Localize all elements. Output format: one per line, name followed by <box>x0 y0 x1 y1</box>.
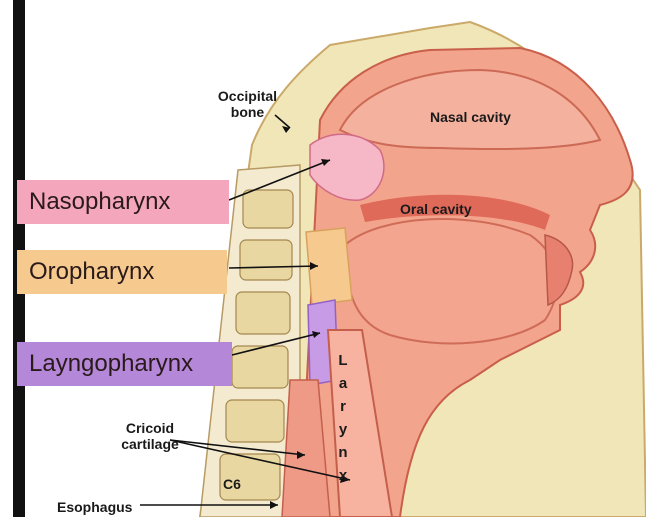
cricoid-cartilage-label: Cricoid cartilage <box>110 420 190 452</box>
cricoid-line-1: Cricoid <box>110 420 190 436</box>
esophagus-label: Esophagus <box>57 499 132 515</box>
larynx-vertical-label: L a r y n x <box>335 349 351 487</box>
cricoid-line-2: cartilage <box>110 436 190 452</box>
larynx-letter: a <box>339 372 347 395</box>
oral-cavity-label: Oral cavity <box>400 201 472 217</box>
laryngopharynx-label: Layngopharynx <box>17 342 232 386</box>
larynx-letter: n <box>338 441 347 464</box>
occipital-line-1: Occipital <box>200 88 295 104</box>
nasal-cavity-label: Nasal cavity <box>430 109 511 125</box>
c6-vertebra-label: C6 <box>223 476 241 492</box>
larynx-letter: L <box>338 349 347 372</box>
occipital-line-2: bone <box>200 104 295 120</box>
nasopharynx-label: Nasopharynx <box>17 180 229 224</box>
larynx-letter: y <box>339 418 347 441</box>
tongue <box>345 219 557 343</box>
occipital-bone-label: Occipital bone <box>200 88 295 120</box>
oropharynx-label: Oropharynx <box>17 250 227 294</box>
larynx-letter: x <box>339 464 347 487</box>
larynx-letter: r <box>340 395 346 418</box>
